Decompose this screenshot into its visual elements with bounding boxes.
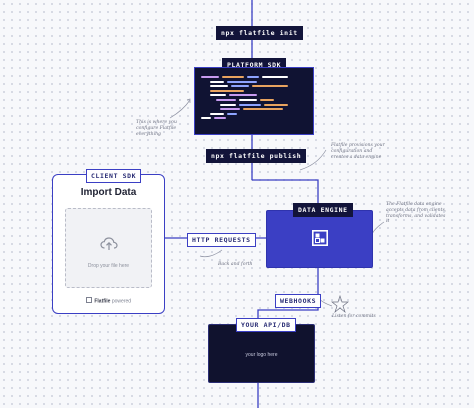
code-line	[201, 103, 307, 106]
star-doodle-icon	[331, 294, 349, 314]
engine-note: The Flatfile data engine accepts data fr…	[386, 202, 447, 225]
logo-placeholder-text: your logo here	[245, 352, 278, 358]
powered-by-flatfile: Flatfile powered	[53, 297, 164, 305]
your-api-box: your logo here	[208, 324, 315, 383]
client-sdk-card: Import Data Drop your file here Flatfile…	[52, 174, 165, 314]
powered-brand: Flatfile	[94, 298, 111, 305]
code-line	[201, 85, 307, 88]
powered-suffix: powered	[111, 298, 132, 305]
http-requests-label: HTTP REQUESTS	[192, 236, 251, 244]
drop-file-text: Drop your file here	[87, 263, 130, 269]
your-api-label: YOUR API/DB	[241, 321, 291, 329]
http-note: Back and forth	[218, 262, 253, 267]
platform-sdk-code-panel	[194, 67, 314, 135]
init-command: npx flatfile init	[221, 29, 298, 37]
flatfile-mini-icon	[85, 297, 92, 303]
code-line	[201, 117, 307, 120]
code-line	[201, 98, 307, 101]
http-requests-tag: HTTP REQUESTS	[187, 233, 256, 247]
data-engine-tag: DATA ENGINE	[293, 203, 353, 217]
code-line	[201, 89, 307, 92]
data-engine-label: DATA ENGINE	[298, 206, 348, 214]
code-line	[201, 94, 307, 97]
code-line	[201, 76, 307, 78]
webhooks-tag: WEBHOOKS	[275, 294, 322, 308]
publish-note: Flatfile provisions your configuration a…	[331, 143, 385, 160]
code-line	[201, 112, 307, 115]
client-sdk-label: CLIENT SDK	[91, 172, 137, 180]
publish-command: npx flatfile publish	[211, 152, 302, 160]
code-line	[201, 108, 307, 111]
sdk-note: This is where you configure Flatfile eve…	[136, 120, 177, 137]
import-data-title: Import Data	[80, 187, 137, 198]
webhook-note: Listen for commits	[332, 314, 376, 319]
data-engine-box	[266, 210, 373, 268]
publish-command-tag: npx flatfile publish	[206, 149, 307, 163]
your-api-tag: YOUR API/DB	[236, 318, 296, 332]
code-line	[201, 80, 307, 83]
flatfile-logo-icon	[312, 230, 328, 246]
platform-sdk-label: PLATFORM SDK	[227, 61, 282, 69]
file-dropzone[interactable]: Drop your file here	[65, 208, 152, 288]
webhooks-label: WEBHOOKS	[280, 297, 317, 305]
init-command-tag: npx flatfile init	[216, 26, 303, 40]
client-sdk-tag: CLIENT SDK	[86, 169, 142, 183]
upload-cloud-icon	[100, 237, 118, 250]
